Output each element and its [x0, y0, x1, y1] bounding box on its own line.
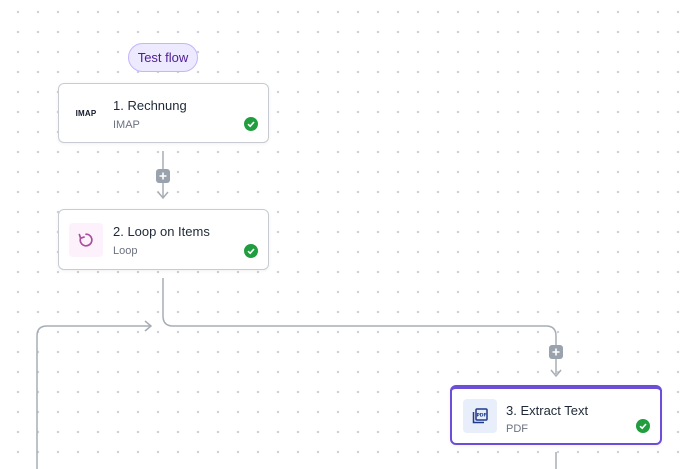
step-subtitle: IMAP [113, 119, 140, 131]
success-check-icon [244, 244, 258, 258]
add-step-button[interactable] [156, 169, 170, 183]
success-check-icon [636, 419, 650, 433]
step-title: 2. Loop on Items [113, 224, 210, 239]
add-step-button[interactable] [549, 345, 563, 359]
imap-icon: IMAP [75, 108, 97, 118]
pdf-icon: PDF [463, 399, 497, 433]
test-flow-label: Test flow [137, 50, 189, 65]
step-card-extract-text[interactable]: PDF 3. Extract Text PDF [450, 385, 662, 445]
step-title: 3. Extract Text [506, 403, 589, 418]
step-subtitle: PDF [506, 423, 528, 435]
step-card-loop-on-items[interactable]: 2. Loop on Items Loop [58, 209, 269, 270]
test-flow-button[interactable]: Test flow [128, 43, 198, 72]
plus-icon [552, 348, 560, 356]
success-check-icon [244, 117, 258, 131]
plus-icon [159, 172, 167, 180]
svg-text:PDF: PDF [476, 413, 486, 419]
step-card-rechnung[interactable]: IMAP 1. Rechnung IMAP [58, 83, 269, 143]
loop-icon [69, 222, 103, 257]
step-subtitle: Loop [113, 245, 138, 257]
step-title: 1. Rechnung [113, 98, 187, 113]
